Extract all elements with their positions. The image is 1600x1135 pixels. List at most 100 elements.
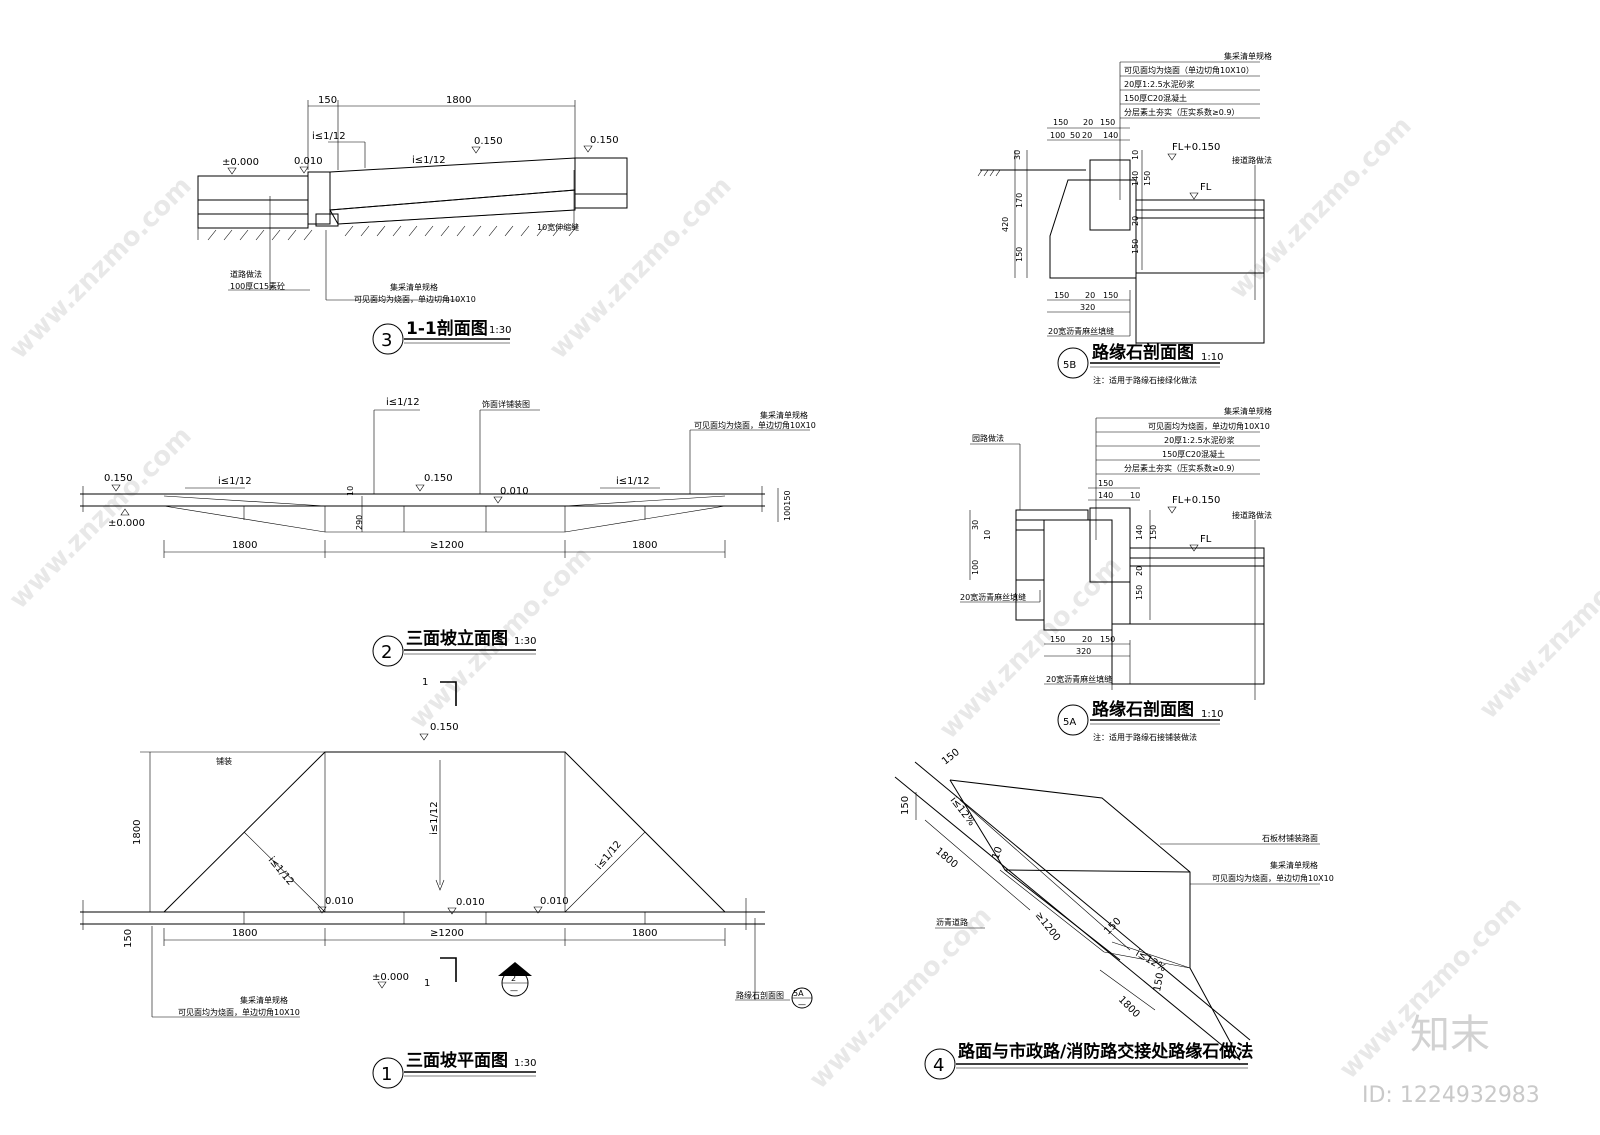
dim-top: 140 [1098,491,1113,500]
dim-inner: 10 [1131,150,1140,160]
drawing-scale: 1:30 [514,636,536,647]
drawing-scale: 1:30 [514,1058,536,1069]
dim-right: 100150 [783,490,792,521]
watermark-text: www.znzmo.com [4,421,198,615]
dim-bottom: 150 [1103,291,1118,300]
label-asphalt: 沥青道路 [936,917,968,927]
drawing-title: 三面坡平面图 [406,1050,508,1071]
dim-1800: 1800 [232,540,257,551]
dim-1800: 1800 [933,846,960,871]
elevation-bottom: ±0.000 [372,972,409,983]
dim-1800: 1800 [632,540,657,551]
dim-inner: 140 [1131,171,1140,186]
elevation-right: 0.150 [590,135,619,146]
dim-1200: ≥1200 [1033,910,1062,943]
dim-290: 290 [355,515,364,530]
slope-right: i≤1/12 [594,839,624,872]
dim-bottom: 20 [1085,291,1095,300]
drawing-scale: 1:10 [1201,709,1223,720]
note-spec: 可见面均为烧面，单边切角10X10 [178,1007,300,1017]
note-spec: 集采清单规格 [760,410,808,420]
elevation-center: 0.010 [500,486,529,497]
drawing-note: 注：适用于路缘石接铺装做法 [1093,732,1197,742]
watermark-text: www.znzmo.com [1224,111,1418,305]
dim-bottom: 150 [1100,635,1115,644]
drawing-scale: 1:30 [489,325,511,336]
dim-10: 10 [346,486,355,496]
slope-label: i≤12% [1134,948,1168,974]
elevation-drawing: 0.150 ±0.000 0.150 0.010 i≤1/12 i≤1/12 i… [80,397,816,706]
layer-label: 集采清单规格 [1224,406,1272,416]
watermark-text: www.znzmo.com [1474,531,1600,725]
label-paving: 铺装 [216,756,232,766]
label-paving: 园路做法 [972,433,1004,443]
dim-150: 150 [1152,972,1166,993]
layer-label: 可见面均为烧面（单边切角10X10） [1124,65,1254,75]
layer-label: 分层素土夯实（压实系数≥0.9） [1124,107,1239,117]
dim-1800: 1800 [232,928,257,939]
drawing-note: 注：适用于路缘石接绿化做法 [1093,375,1197,385]
dim-1200: ≥1200 [430,540,464,551]
layer-label: 150厚C20混凝土 [1124,93,1187,103]
drawing-number-5b: 5B [1063,360,1076,371]
elevation-mid: 0.150 [424,473,453,484]
dim-bottom: 150 [1050,635,1065,644]
dim-150: 150 [123,929,134,948]
note-spec: 集采清单规格 [1270,860,1318,870]
dim-left: 150 [1015,247,1024,262]
note-spec: 集采清单规格 [390,282,438,292]
dim-inner: 150 [1149,525,1158,540]
dim-left: 30 [971,520,980,530]
dim-top: 150 [1100,118,1115,127]
elevation-top: 0.150 [430,722,459,733]
dim-inner: 150 [1135,585,1144,600]
elevation-left: ±0.000 [222,157,259,168]
elevation-mid: 0.010 [294,156,323,167]
section-1-1-drawing: 150 1800 i≤1/12 i≤1/12 ±0.000 0.010 0.15… [197,95,628,355]
drawing-title: 路缘石剖面图 [1092,342,1194,363]
label-stone: 石板材铺装路面 [1262,833,1318,843]
dim-1800: 1800 [446,95,471,106]
dim-left: 30 [1013,150,1022,160]
layer-label: 150厚C20混凝土 [1162,449,1225,459]
dim-left: 100 [971,560,980,575]
layer-label: 可见面均为烧面，单边切角10X10 [1148,421,1270,431]
slope-left: i≤1/12 [266,855,296,888]
elevation-fl2: FL [1200,182,1212,193]
elevation-left-base: ±0.000 [108,518,145,529]
slope-top: i≤1/12 [386,397,420,408]
note-joint: 10宽伸缩缝 [537,222,579,232]
elevation-fl2: FL [1200,534,1212,545]
watermark-text: www.znzmo.com [4,171,198,365]
dim-inner: 20 [1131,216,1140,226]
dim-bottom: 320 [1080,303,1095,312]
note-spec: 集采清单规格 [240,995,288,1005]
drawing-title: 三面坡立面图 [406,628,508,649]
dim-bottom: 20 [1082,635,1092,644]
note-spec: 可见面均为烧面，单边切角10X10 [694,420,816,430]
dim-1200: ≥1200 [430,928,464,939]
slope-label: i≤1/12 [312,131,346,142]
drawing-scale: 1:10 [1201,352,1223,363]
dim-bottom: 150 [1054,291,1069,300]
elevation-fl: FL+0.150 [1172,142,1220,153]
curb-section-5b-drawing: 集采清单规格 可见面均为烧面（单边切角10X10） 20厚1:2.5水泥砂浆 1… [977,51,1272,385]
dim-inner: 20 [1135,566,1144,576]
dim-top: 50 [1070,131,1080,140]
elevation-top: 0.150 [474,136,503,147]
dim-bottom: 320 [1076,647,1091,656]
dim-top: 100 [1050,131,1065,140]
drawing-number-2: 2 [381,642,392,663]
index-symbol: 2 — [498,962,532,997]
dim-top: 10 [1130,491,1140,500]
dim-10: 10 [990,845,1005,861]
junction-curb-drawing: 150 150 i≤12% 1800 10 ≥1200 150 i≤12% 18… [894,747,1334,1080]
elevation-c: 0.010 [540,896,569,907]
index-sheet: — [510,986,518,995]
note-spec: 可见面均为烧面，单边切角10X10 [1212,873,1334,883]
dim-1800: 1800 [1116,994,1142,1020]
watermark-text: www.znzmo.com [544,171,738,365]
dim-150: 150 [940,747,962,767]
